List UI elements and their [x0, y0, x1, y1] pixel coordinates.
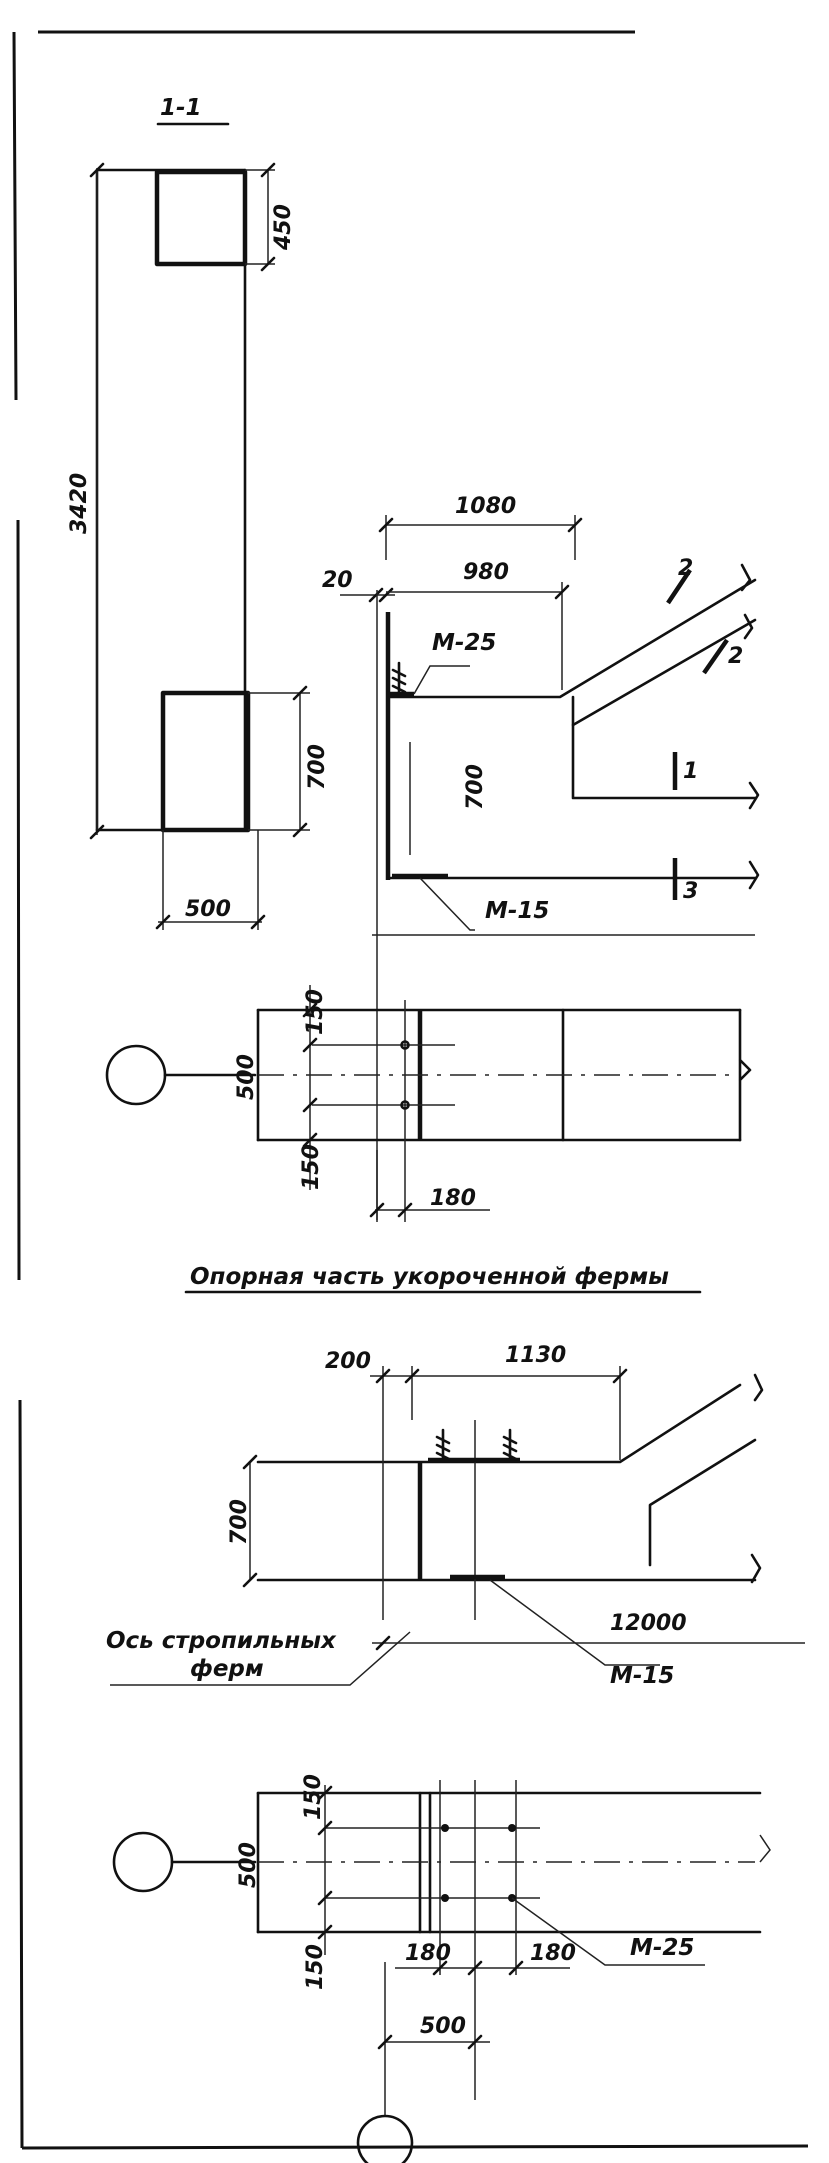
dim-180-right: 180	[530, 1941, 576, 1966]
truss-support-elevation: 1080 20 980 М-25 700 М-15 2 2	[322, 494, 760, 1220]
dim-700-short: 700	[227, 1499, 252, 1545]
short-truss-elevation: 200 1130 700 М-15 12000 Ось стропильных …	[106, 1343, 805, 1689]
dim-1080: 1080	[455, 494, 516, 519]
dim-150-bottom: 150	[299, 1144, 324, 1190]
truss-plan-1: 150 500 150 180	[105, 985, 752, 1222]
dim-180-plan1: 180	[430, 1186, 476, 1211]
dim-500-plan2: 500	[236, 1842, 261, 1888]
column-outline	[95, 168, 251, 833]
dim-700-column: 700	[305, 744, 330, 790]
dim-12000: 12000	[610, 1611, 687, 1636]
section-1-1: 1-1 3420 450 700 500	[67, 95, 330, 930]
dim-180-left: 180	[405, 1941, 451, 1966]
title-short-truss: Опорная часть укороченной фермы	[190, 1264, 669, 1290]
dim-150-bottom-2: 150	[303, 1944, 328, 1990]
bottom-block	[160, 690, 251, 833]
axis-label-line1: Ось стропильных	[106, 1628, 337, 1654]
section-mark-1: 1	[683, 759, 698, 784]
dim-150-top-2: 150	[301, 1774, 326, 1820]
axis-bubble-2	[112, 1831, 174, 1893]
dim-150-top: 150	[303, 989, 328, 1035]
top-block	[154, 169, 248, 267]
axis-bubble-3	[356, 2114, 414, 2163]
axis-bubble-1	[105, 1044, 167, 1106]
label-m25-short: М-25	[630, 1935, 694, 1961]
section-mark-2b: 2	[728, 644, 743, 669]
dim-500-plan1: 500	[234, 1054, 259, 1100]
dim-1130: 1130	[505, 1343, 566, 1368]
label-m15-short: М-15	[610, 1663, 674, 1689]
section-mark-2a: 2	[678, 556, 693, 581]
dim-500-column: 500	[185, 897, 231, 922]
dim-700-support: 700	[463, 764, 488, 810]
label-m15-support: М-15	[485, 898, 549, 924]
dim-980: 980	[463, 560, 509, 585]
short-truss-title: Опорная часть укороченной фермы	[184, 1264, 702, 1294]
sheet-frame	[12, 30, 809, 2150]
dim-3420: 3420	[67, 473, 92, 534]
section-mark-3: 3	[683, 879, 698, 904]
dim-450: 450	[271, 204, 296, 251]
short-truss-plan: 150 500 150 180 180 М-25 500	[112, 1774, 771, 2163]
section-label: 1-1	[160, 95, 202, 121]
dim-200: 200	[325, 1349, 371, 1374]
dim-500-axis: 500	[420, 2014, 466, 2039]
label-m25-support: М-25	[432, 630, 496, 656]
axis-label-line2: ферм	[190, 1656, 264, 1682]
dim-20: 20	[322, 568, 353, 593]
